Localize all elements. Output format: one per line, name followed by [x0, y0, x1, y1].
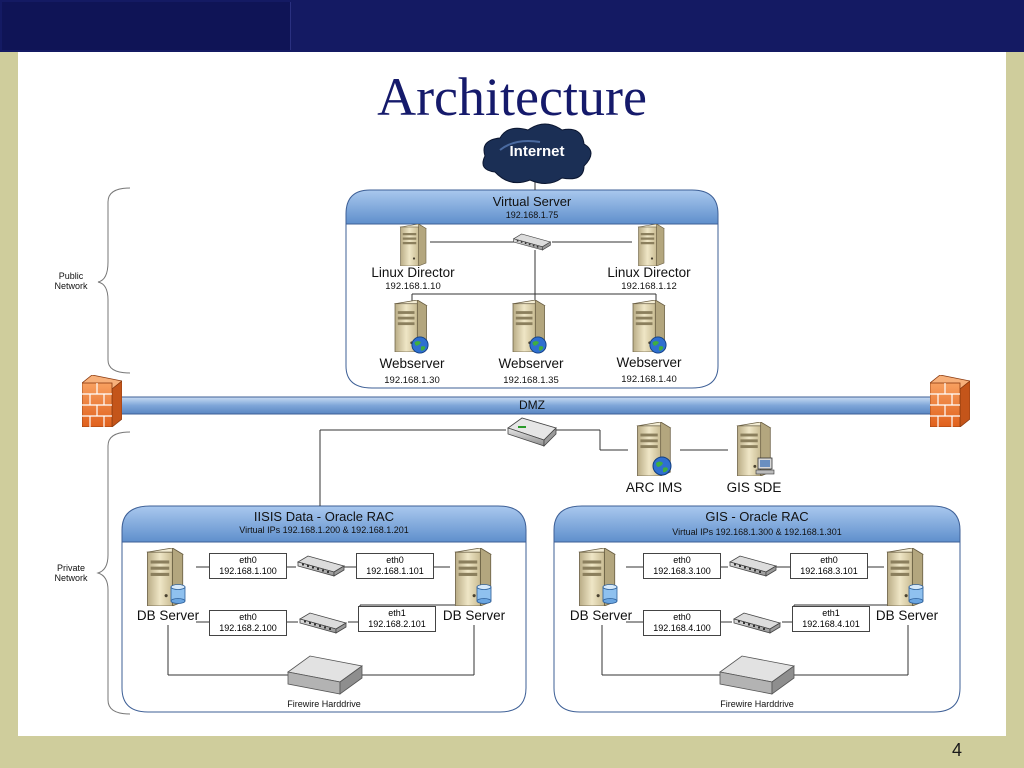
public-network-line2: Network	[54, 281, 88, 291]
iisis-db-server-right-label: DB Server	[442, 608, 506, 623]
firewall-left-icon	[82, 375, 122, 427]
top-bar-section	[2, 2, 291, 50]
iisis-rac-title: IISIS Data - Oracle RAC	[253, 509, 395, 524]
virtual-server-panel	[345, 189, 719, 389]
webserver-3-globe-icon	[649, 336, 667, 354]
private-network-line1: Private	[56, 563, 85, 573]
gis-db-right-database-icon	[908, 584, 924, 604]
webserver-1-globe-icon	[411, 336, 429, 354]
gis-ipbox-top-left: eth0 192.168.3.100	[643, 553, 721, 579]
gis-ipbox-bottom-right: eth1 192.168.4.101	[792, 606, 870, 632]
iisis-ipbox-bottom-left-iface: eth0	[239, 612, 257, 622]
gis-rac-panel	[553, 505, 961, 713]
iisis-ipbox-bottom-right: eth1 192.168.2.101	[358, 606, 436, 632]
gis-ipbox-top-right-ip: 192.168.3.101	[800, 566, 858, 576]
gis-harddrive-icon	[719, 655, 795, 695]
gis-ipbox-bottom-left-iface: eth0	[673, 612, 691, 622]
gis-db-server-left-label: DB Server	[569, 608, 633, 623]
firewall-right-icon	[930, 375, 970, 427]
vs-switch-icon	[513, 233, 551, 251]
gis-ipbox-bottom-right-iface: eth1	[822, 608, 840, 618]
gis-ipbox-top-left-ip: 192.168.3.100	[653, 566, 711, 576]
page-number: 4	[951, 740, 962, 760]
gis-switch-top-icon	[729, 555, 777, 577]
iisis-ipbox-bottom-left: eth0 192.168.2.100	[209, 610, 287, 636]
dmz-label: DMZ	[519, 398, 545, 412]
gis-db-server-right-label: DB Server	[875, 608, 939, 623]
iisis-ipbox-bottom-right-iface: eth1	[388, 608, 406, 618]
dmz-router-icon	[507, 417, 557, 447]
gis-switch-bottom-icon	[733, 612, 781, 634]
virtual-server-title: Virtual Server	[492, 194, 572, 209]
gis-sde-workstation-icon	[755, 457, 775, 475]
gis-db-left-database-icon	[602, 584, 618, 604]
iisis-ipbox-top-right-iface: eth0	[386, 555, 404, 565]
gis-ipbox-top-right: eth0 192.168.3.101	[790, 553, 868, 579]
linux-director-1-ip: 192.168.1.10	[385, 281, 441, 292]
iisis-db-left-database-icon	[170, 584, 186, 604]
private-network-label: Private Network	[46, 563, 96, 583]
arc-ims-label: ARC IMS	[625, 480, 683, 495]
iisis-db-server-left-label: DB Server	[136, 608, 200, 623]
gis-ipbox-bottom-left-ip: 192.168.4.100	[653, 623, 711, 633]
iisis-ipbox-top-left-iface: eth0	[239, 555, 257, 565]
gis-rac-title: GIS - Oracle RAC	[705, 509, 809, 524]
iisis-ipbox-top-right: eth0 192.168.1.101	[356, 553, 434, 579]
private-network-line2: Network	[54, 573, 88, 583]
gis-sde-label: GIS SDE	[726, 480, 782, 495]
gis-ipbox-top-right-iface: eth0	[820, 555, 838, 565]
webserver-1-ip: 192.168.1.30	[384, 375, 440, 386]
internet-cloud-icon	[482, 123, 592, 184]
public-network-label: Public Network	[46, 271, 96, 291]
slide-title: Architecture	[377, 67, 647, 127]
gis-harddrive-label: Firewire Harddrive	[720, 699, 794, 709]
public-network-brace	[97, 187, 131, 374]
iisis-ipbox-top-left-ip: 192.168.1.100	[219, 566, 277, 576]
iisis-harddrive-label: Firewire Harddrive	[287, 699, 361, 709]
arc-ims-globe-icon	[652, 456, 672, 476]
linux-director-2-ip: 192.168.1.12	[621, 281, 677, 292]
iisis-switch-top-icon	[297, 555, 345, 577]
iisis-harddrive-icon	[287, 655, 363, 695]
webserver-3-ip: 192.168.1.40	[621, 374, 677, 385]
linux-director-1-label: Linux Director	[371, 265, 455, 280]
linux-director-1-server-icon	[400, 224, 427, 266]
webserver-2-globe-icon	[529, 336, 547, 354]
top-bar	[0, 0, 1024, 52]
public-network-line1: Public	[58, 271, 84, 281]
gis-ipbox-bottom-left: eth0 192.168.4.100	[643, 610, 721, 636]
iisis-db-right-database-icon	[476, 584, 492, 604]
iisis-ipbox-top-right-ip: 192.168.1.101	[366, 566, 424, 576]
webserver-3-label: Webserver	[616, 355, 682, 370]
gis-rac-virtual-ips: Virtual IPs 192.168.1.300 & 192.168.1.30…	[672, 527, 842, 537]
iisis-ipbox-top-left: eth0 192.168.1.100	[209, 553, 287, 579]
iisis-ipbox-bottom-left-ip: 192.168.2.100	[219, 623, 277, 633]
linux-director-2-label: Linux Director	[607, 265, 691, 280]
iisis-switch-bottom-icon	[299, 612, 347, 634]
linux-director-2-server-icon	[638, 224, 665, 266]
webserver-2-label: Webserver	[498, 356, 564, 371]
iisis-ipbox-bottom-right-ip: 192.168.2.101	[368, 619, 426, 629]
gis-ipbox-top-left-iface: eth0	[673, 555, 691, 565]
virtual-server-ip: 192.168.1.75	[505, 210, 559, 220]
iisis-rac-virtual-ips: Virtual IPs 192.168.1.200 & 192.168.1.20…	[239, 525, 409, 535]
webserver-1-label: Webserver	[379, 356, 445, 371]
private-network-brace	[96, 431, 131, 715]
webserver-2-ip: 192.168.1.35	[503, 375, 559, 386]
internet-label: Internet	[509, 143, 565, 160]
iisis-rac-panel	[121, 505, 527, 713]
gis-ipbox-bottom-right-ip: 192.168.4.101	[802, 619, 860, 629]
